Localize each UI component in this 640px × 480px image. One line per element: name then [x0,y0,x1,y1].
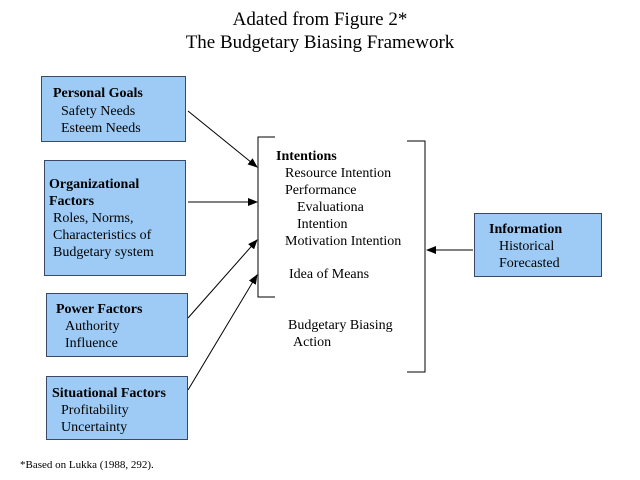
footnote: *Based on Lukka (1988, 292). [20,459,154,471]
arrow-situational-factors [187,274,258,391]
intentions-line: Evaluationa [297,200,364,215]
organizational-factors-item: Budgetary system [53,245,154,260]
power-factors-title: Power Factors [56,302,143,317]
intentions-bracket [257,136,275,298]
figure-title-line1: Adated from Figure 2* [232,9,408,30]
information-title: Information [489,222,563,237]
arrow-power-factors [187,239,258,319]
arrow-personal-goals [187,110,258,168]
budgetary-biasing-label: Action [293,335,332,350]
situational-factors-item: Uncertainty [61,420,128,435]
information-item: Historical [499,239,555,254]
intentions-line: Intention [297,217,348,232]
intentions-line: Performance [285,183,357,198]
intentions-title: Intentions [276,149,337,164]
idea-of-means-label: Idea of Means [289,267,370,282]
information-box: Information Historical Forecasted [474,213,602,277]
power-factors-item: Authority [65,319,120,334]
organizational-factors-title: Factors [49,194,95,209]
situational-factors-title: Situational Factors [52,386,166,401]
power-factors-box: Power Factors Authority Influence [46,293,188,357]
information-item: Forecasted [499,256,560,271]
situational-factors-item: Profitability [61,403,129,418]
budgetary-biasing-label: Budgetary Biasing [288,318,393,333]
organizational-factors-title: Organizational [49,177,140,192]
personal-goals-box: Personal Goals Safety Needs Esteem Needs [41,76,186,142]
figure-title-line2: The Budgetary Biasing Framework [185,32,455,53]
personal-goals-item: Esteem Needs [61,121,141,136]
organizational-factors-box: Organizational Factors Roles, Norms, Cha… [44,160,186,276]
organizational-factors-item: Characteristics of [53,228,152,243]
framework-bracket [407,140,426,373]
organizational-factors-item: Roles, Norms, [53,211,134,226]
power-factors-item: Influence [65,336,118,351]
personal-goals-title: Personal Goals [53,86,143,101]
intentions-line: Resource Intention [285,166,392,181]
personal-goals-item: Safety Needs [61,104,136,119]
situational-factors-box: Situational Factors Profitability Uncert… [46,376,188,440]
intentions-line: Motivation Intention [285,234,402,249]
